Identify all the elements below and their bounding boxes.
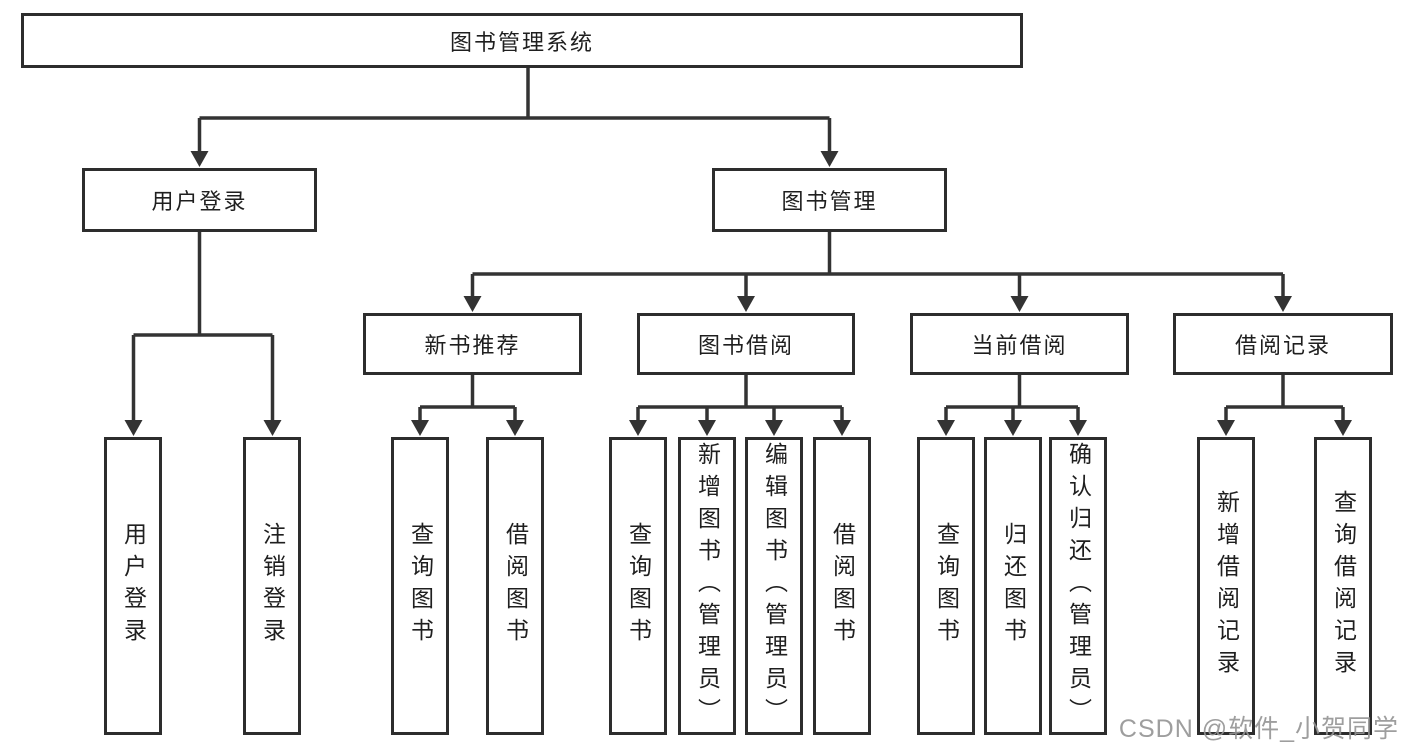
leaf-borrow-query-books-label: 查询图书	[625, 522, 652, 650]
connector-new-book-recommend	[411, 375, 524, 436]
leaf-current-confirm-return-admin: 确认归还（管理员）	[1049, 437, 1107, 735]
node-current-borrow: 当前借阅	[910, 313, 1129, 375]
leaf-logout-label: 注销登录	[259, 522, 286, 650]
leaf-records-add-record-label: 新增借阅记录	[1213, 490, 1240, 682]
node-root: 图书管理系统	[21, 13, 1023, 68]
node-user-login-label: 用户登录	[151, 189, 248, 214]
node-borrow-records: 借阅记录	[1173, 313, 1393, 375]
leaf-borrow-query-books: 查询图书	[609, 437, 667, 735]
leaf-borrow-add-books-admin: 新增图书（管理员）	[678, 437, 736, 735]
leaf-borrow-borrow-books-label: 借阅图书	[829, 522, 856, 650]
connector-book-management	[463, 232, 1292, 312]
leaf-newrec-borrow-books: 借阅图书	[486, 437, 544, 735]
node-new-book-recommend: 新书推荐	[363, 313, 582, 375]
connector-current-borrow	[937, 375, 1087, 436]
node-root-label: 图书管理系统	[449, 29, 594, 55]
node-borrow-records-label: 借阅记录	[1234, 333, 1331, 358]
node-book-management-label: 图书管理	[781, 189, 878, 214]
leaf-newrec-query-books: 查询图书	[391, 437, 449, 735]
leaf-user-login: 用户登录	[104, 437, 162, 735]
node-current-borrow-label: 当前借阅	[971, 333, 1068, 358]
leaf-borrow-edit-books-admin-label: 编辑图书（管理员）	[761, 442, 788, 730]
node-new-book-recommend-label: 新书推荐	[424, 333, 521, 358]
leaf-newrec-borrow-books-label: 借阅图书	[502, 522, 529, 650]
leaf-records-query-record-label: 查询借阅记录	[1330, 490, 1357, 682]
csdn-watermark: CSDN @软件_小贺同学	[1118, 715, 1399, 743]
leaf-borrow-add-books-admin-label: 新增图书（管理员）	[694, 442, 721, 730]
connector-book-borrow	[629, 375, 851, 436]
leaf-current-query-books: 查询图书	[917, 437, 975, 735]
leaf-borrow-edit-books-admin: 编辑图书（管理员）	[745, 437, 803, 735]
leaf-current-query-books-label: 查询图书	[933, 522, 960, 650]
leaf-newrec-query-books-label: 查询图书	[407, 522, 434, 650]
leaf-logout: 注销登录	[243, 437, 301, 735]
node-book-management: 图书管理	[712, 168, 947, 232]
leaf-user-login-label: 用户登录	[120, 522, 147, 650]
leaf-current-return-books-label: 归还图书	[1000, 522, 1027, 650]
connector-borrow-records	[1217, 375, 1352, 436]
node-user-login: 用户登录	[82, 168, 317, 232]
connector-root	[190, 68, 839, 167]
leaf-records-add-record: 新增借阅记录	[1197, 437, 1255, 735]
node-book-borrow-label: 图书借阅	[697, 333, 794, 358]
leaf-records-query-record: 查询借阅记录	[1314, 437, 1372, 735]
connector-user-login	[124, 232, 282, 436]
leaf-borrow-borrow-books: 借阅图书	[813, 437, 871, 735]
leaf-current-return-books: 归还图书	[984, 437, 1042, 735]
node-book-borrow: 图书借阅	[637, 313, 855, 375]
leaf-current-confirm-return-admin-label: 确认归还（管理员）	[1065, 442, 1092, 730]
